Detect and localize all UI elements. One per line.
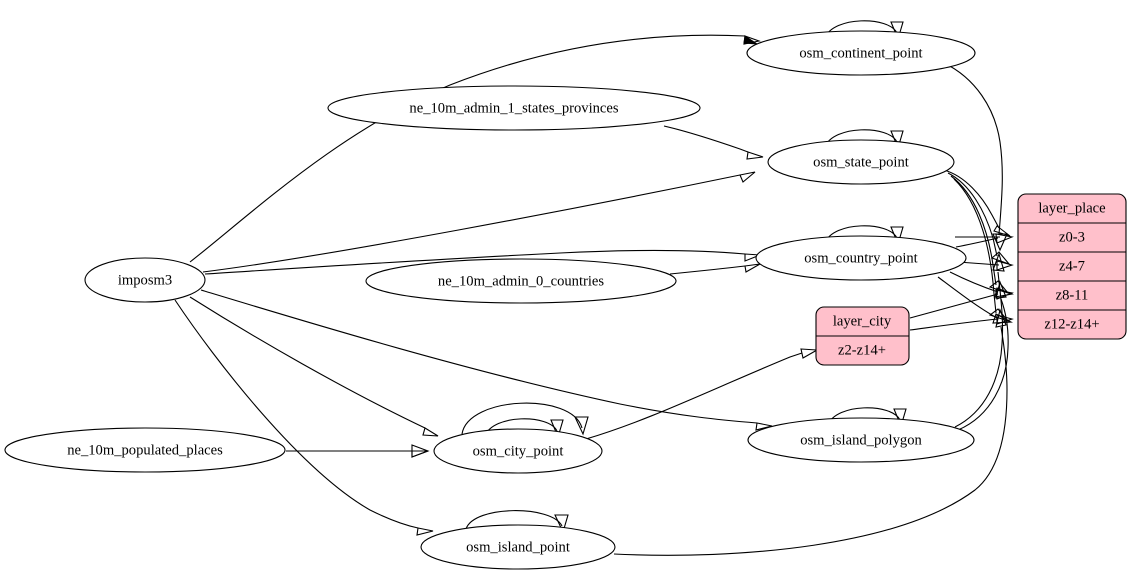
node-osm_island_point[interactable]: osm_island_point <box>420 524 616 570</box>
node-label: osm_state_point <box>813 154 909 170</box>
edges-layer <box>174 20 1014 556</box>
node-shape <box>755 235 967 281</box>
node-layer_city[interactable]: layer_city z2-z14+ <box>815 306 910 366</box>
edge-osm_island_point-to-layer_place-z12-z14+ <box>613 308 1008 556</box>
edge-osm_country_point-to-layer_place-z0-3 <box>955 233 1014 248</box>
node-shape <box>420 524 616 570</box>
layer_city-title: layer_city <box>833 313 892 329</box>
node-label: osm_country_point <box>804 250 918 266</box>
node-imposm3[interactable]: imposm3 <box>84 257 206 303</box>
edge-imposm3-to-osm_country_point <box>204 249 761 275</box>
edge-osm_city_point-self-loop-outer <box>461 402 589 436</box>
edge-osm_state_point-to-layer_place-z8-11 <box>950 175 1010 295</box>
node-label: ne_10m_admin_1_states_provinces <box>409 100 618 116</box>
layer_place-row-z8-11: z8-11 <box>1056 287 1089 303</box>
edge-imposm3-to-osm_continent_point <box>189 34 762 263</box>
edge-osm_state_point-to-layer_place-z0-3 <box>943 169 1011 237</box>
edge-imposm3-to-osm_island_point <box>174 299 434 536</box>
edge-imposm3-to-osm_island_polygon <box>200 289 773 431</box>
node-shape <box>746 30 976 76</box>
node-ne_10m_populated_places[interactable]: ne_10m_populated_places <box>4 427 286 473</box>
edge-ne_10m_admin_0_countries-to-osm_country_point <box>669 263 761 275</box>
nodes-layer: imposm3 ne_10m_admin_1_states_provinces … <box>4 30 976 570</box>
node-osm_city_point[interactable]: osm_city_point <box>433 428 603 474</box>
node-shape <box>747 417 975 463</box>
edge-osm_island_polygon-to-layer_place-z8-11 <box>957 280 1009 431</box>
edge-osm_continent_point-to-layer_place-z0-3 <box>943 62 1008 252</box>
node-label: ne_10m_admin_0_countries <box>438 273 604 289</box>
layer_place-row-z4-7: z4-7 <box>1059 258 1085 274</box>
node-shape <box>767 139 955 185</box>
node-shape <box>84 257 206 303</box>
edge-osm_city_point-to-layer_city-z2-z14+ <box>585 348 819 440</box>
edge-ne_10m_admin_1_states_provinces-to-osm_state_point <box>663 125 764 160</box>
edge-imposm3-to-osm_city_point <box>189 296 439 437</box>
layer_place-box <box>1017 193 1127 340</box>
node-osm_island_polygon[interactable]: osm_island_polygon <box>747 417 975 463</box>
node-shape <box>327 85 701 131</box>
node-ne_10m_admin_1_states_provinces[interactable]: ne_10m_admin_1_states_provinces <box>327 85 701 131</box>
layer_place-row-z12-z14: z12-z14+ <box>1044 316 1099 332</box>
node-shape <box>433 428 603 474</box>
node-label: osm_continent_point <box>799 45 922 61</box>
node-osm_country_point[interactable]: osm_country_point <box>755 235 967 281</box>
edge-ne_10m_populated_places-to-osm_city_point <box>286 444 430 458</box>
node-layer_place[interactable]: layer_place z0-3 z4-7 z8-11 z12-z14+ <box>1017 193 1127 340</box>
node-label: osm_island_polygon <box>800 432 922 448</box>
edge-osm_island_polygon-to-layer_place-z4-7 <box>954 252 1005 428</box>
node-label: osm_island_point <box>466 539 570 555</box>
edge-osm_state_point-to-layer_place-z12-z14+ <box>953 178 1010 323</box>
record-nodes-layer: layer_place z0-3 z4-7 z8-11 z12-z14+ lay… <box>815 193 1127 366</box>
node-osm_continent_point[interactable]: osm_continent_point <box>746 30 976 76</box>
edge-osm_island_point-self-loop <box>465 510 569 534</box>
node-label: imposm3 <box>118 272 172 288</box>
layer_city-row-z2-z14: z2-z14+ <box>838 342 886 358</box>
node-label: ne_10m_populated_places <box>67 442 223 458</box>
node-ne_10m_admin_0_countries[interactable]: ne_10m_admin_0_countries <box>365 258 677 304</box>
edge-imposm3-to-osm_state_point <box>202 171 756 273</box>
node-osm_state_point[interactable]: osm_state_point <box>767 139 955 185</box>
edge-osm_country_point-to-layer_place-z4-7 <box>957 260 1014 271</box>
layer_place-title: layer_place <box>1038 200 1105 216</box>
node-shape <box>4 427 286 473</box>
layer_place-row-z0-3: z0-3 <box>1059 229 1085 245</box>
node-label: osm_city_point <box>473 443 564 459</box>
node-shape <box>365 258 677 304</box>
